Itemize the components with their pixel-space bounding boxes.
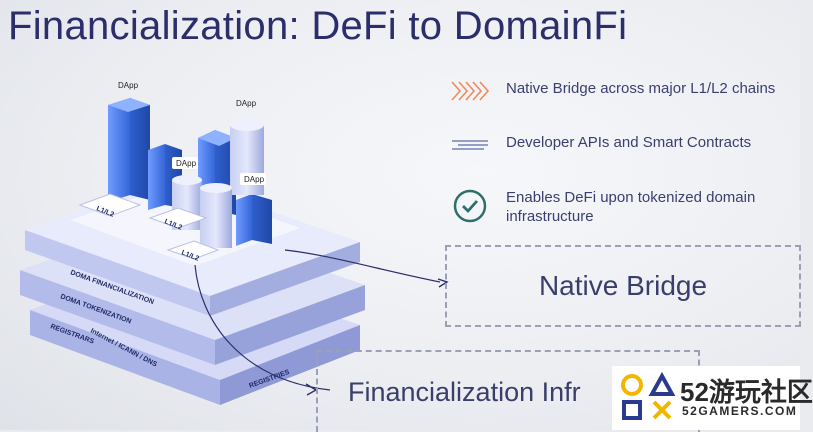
financialization-label: Financialization Infr (348, 376, 581, 407)
defi-stack-illustration: DOMA FINANCIALIZATION DOMA TOKENIZATION … (20, 81, 441, 405)
arrow-to-financialization (194, 264, 331, 391)
feature-text-3: Enables DeFi upon tokenized domain infra… (506, 189, 756, 225)
dapp-label-3: DApp (176, 159, 197, 168)
native-bridge-box: Native Bridge (445, 245, 801, 327)
dapp-bar-4 (236, 194, 272, 246)
dapp-label-1: DApp (118, 81, 139, 90)
slide-title: Financialization: DeFi to DomainFi (8, 4, 628, 48)
watermark: 52游玩社区 52GAMERS.COM (612, 366, 813, 430)
watermark-brand: 52游玩社区 (680, 377, 813, 407)
watermark-logo-icon (621, 371, 676, 420)
arrow-to-native-bridge (284, 249, 441, 283)
chain-tile-2: L1/L2 (148, 207, 208, 232)
feature-developer-apis: Developer APIs and Smart Contracts (448, 134, 751, 156)
watermark-site: 52GAMERS.COM (682, 404, 798, 418)
feature-defi-domains: Enables DeFi upon tokenized domain infra… (448, 188, 776, 226)
dapp-bar-1 (108, 98, 150, 202)
dapp-label-2: DApp (236, 99, 257, 108)
dapp-label-4: DApp (244, 175, 265, 184)
financialization-box: Financialization Infr (316, 350, 700, 432)
chevrons-icon (448, 80, 492, 102)
checkmark-circle-icon (448, 188, 492, 224)
feature-native-bridge: Native Bridge across major L1/L2 chains (448, 80, 775, 102)
lines-icon (448, 134, 492, 156)
feature-text-2: Developer APIs and Smart Contracts (506, 134, 752, 151)
native-bridge-label: Native Bridge (538, 270, 708, 301)
cylinder-3 (200, 183, 232, 248)
feature-text-1: Native Bridge across major L1/L2 chains (506, 80, 776, 97)
